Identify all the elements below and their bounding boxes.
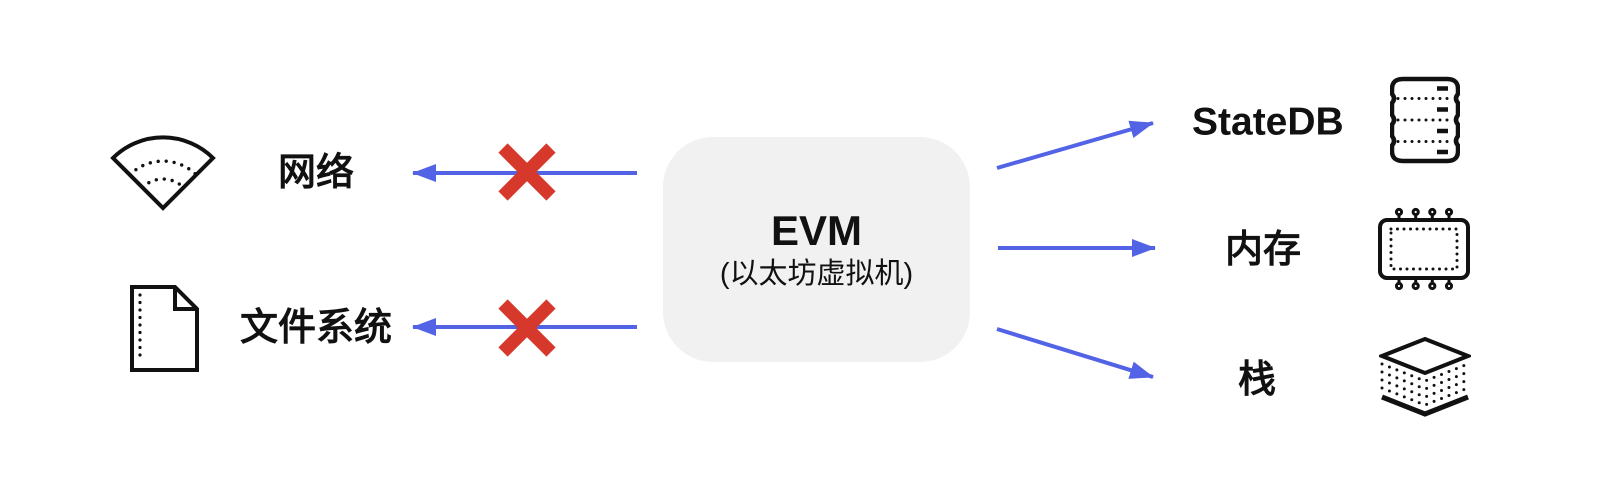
memory-chip-icon	[1378, 207, 1470, 291]
evm-node: EVM (以太坊虚拟机)	[663, 137, 970, 362]
blocked-cross-icon-filesystem	[498, 299, 556, 357]
stack-label: 栈	[1238, 359, 1277, 401]
evm-node-title: EVM	[770, 207, 862, 255]
statedb-label: StateDB	[1192, 100, 1344, 144]
network-label: 网络	[278, 152, 355, 194]
database-icon	[1390, 76, 1460, 164]
filesystem-label: 文件系统	[240, 307, 393, 349]
evm-node-subtitle: (以太坊虚拟机)	[719, 257, 914, 290]
stack-layers-icon	[1379, 336, 1471, 417]
memory-label: 内存	[1225, 229, 1302, 271]
wifi-icon	[110, 135, 216, 211]
document-icon	[130, 285, 199, 372]
blocked-cross-icon-network	[498, 143, 556, 201]
arrow-evm-to-stack	[996, 327, 1154, 379]
arrow-evm-to-statedb	[996, 120, 1154, 170]
